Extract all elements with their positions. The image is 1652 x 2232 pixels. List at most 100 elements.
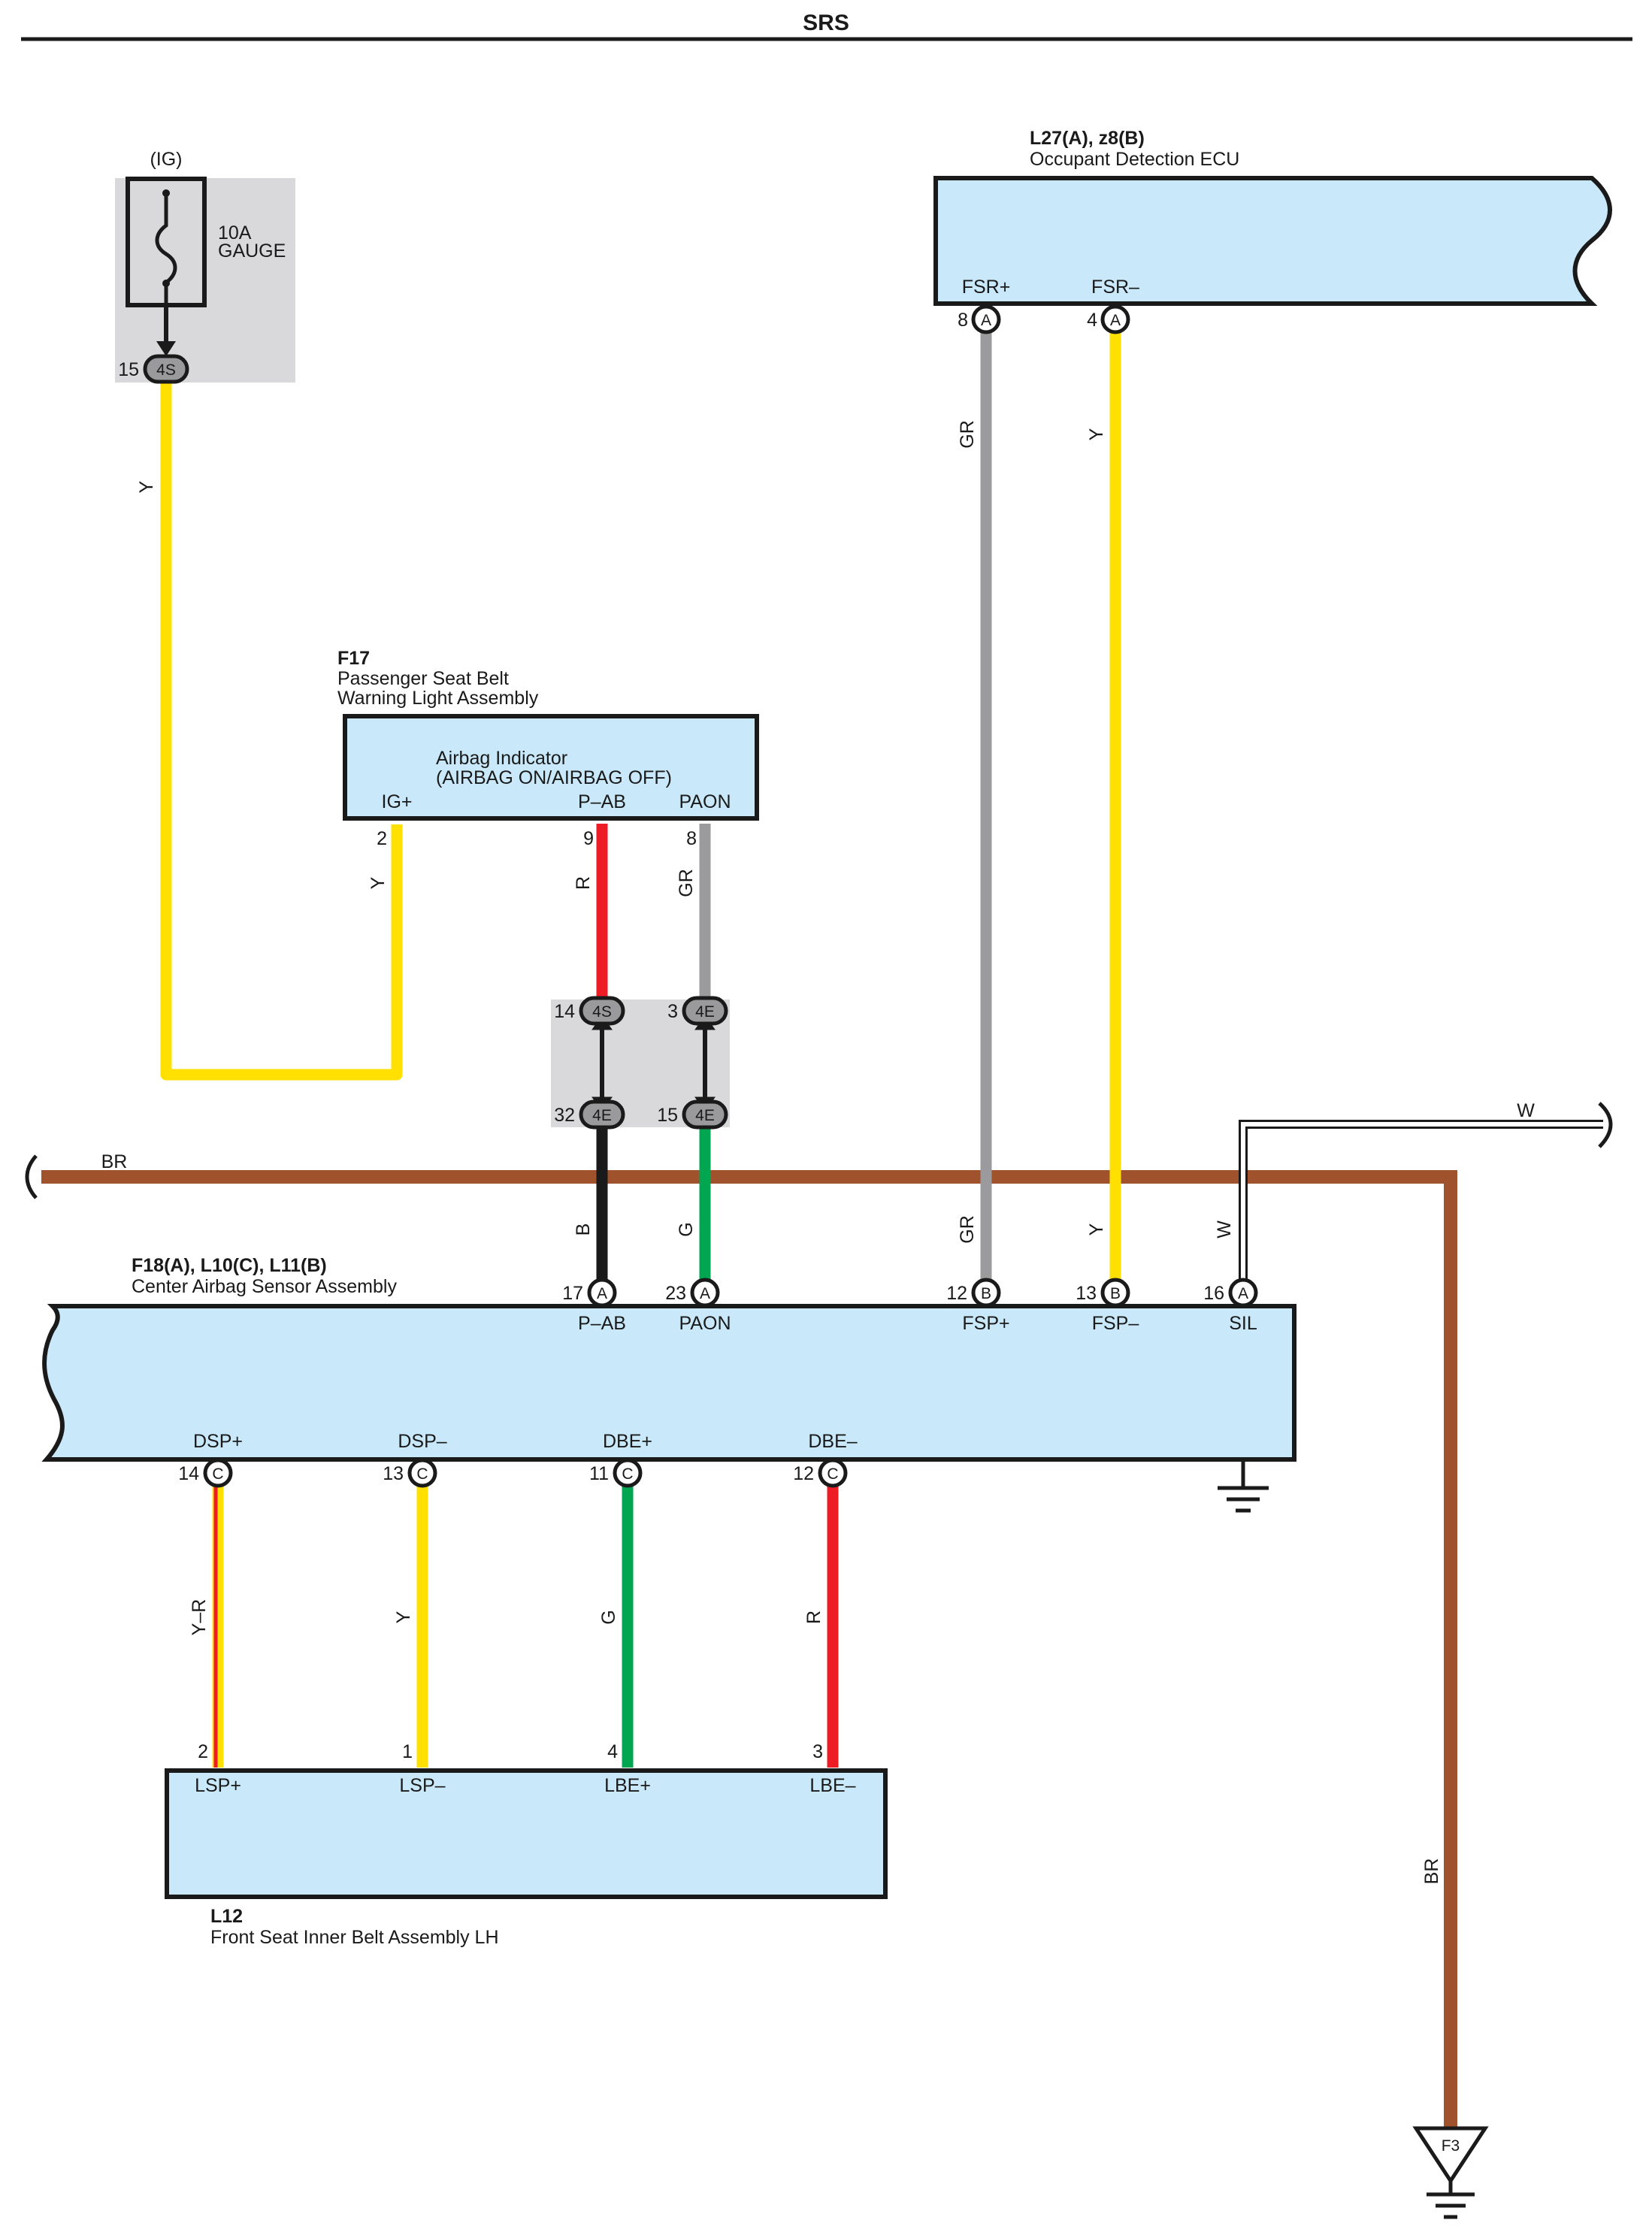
wire-color-label: R: [803, 1610, 824, 1624]
fuse-terminal-bottom-icon: [162, 280, 170, 287]
sensor-top-connector: B 12: [946, 1278, 1001, 1308]
connector-pin-number: 17: [562, 1283, 583, 1304]
connector-pin-number: 15: [657, 1105, 678, 1126]
sensor-bottom-connector: C 14: [178, 1458, 233, 1488]
ecu-connector: A 8: [958, 304, 1001, 334]
sensor-top-pin-label: PAON: [679, 1313, 731, 1334]
connector-code: A: [1110, 312, 1121, 329]
connector-code: 4S: [592, 1003, 612, 1021]
belt-pin-label: LBE–: [809, 1775, 855, 1796]
front-seat-inner-belt-box: [165, 1768, 888, 1899]
fuse-name: GAUGE: [218, 240, 286, 262]
connector-pin-number: 12: [946, 1283, 967, 1304]
connector-code: 4E: [695, 1003, 715, 1021]
belt-name: Front Seat Inner Belt Assembly LH: [210, 1927, 499, 1948]
belt-pin-label: LSP–: [399, 1775, 445, 1796]
sensor-top-connector: A 16: [1203, 1278, 1258, 1308]
ecu-pin-label: FSR+: [962, 277, 1011, 298]
wires: [25, 331, 1613, 2134]
sensor-top-pin-label: FSP–: [1092, 1313, 1139, 1334]
wire-color-label: W: [1214, 1220, 1235, 1238]
belt-pin-label: LSP+: [195, 1775, 241, 1796]
connector-pin-number: 3: [667, 1001, 678, 1022]
connector-code: C: [212, 1465, 223, 1483]
connector-pin-number: 12: [793, 1463, 814, 1484]
connector-pin-number: 14: [178, 1463, 199, 1484]
sensor-top-pin-label: SIL: [1229, 1313, 1257, 1334]
wire-color-label: G: [598, 1610, 619, 1624]
wire-color-label: G: [676, 1222, 697, 1236]
sensor-bottom-pin-label: DSP–: [398, 1431, 446, 1452]
page-title: SRS: [803, 11, 849, 35]
wire-color-label: Y: [1086, 1223, 1107, 1235]
fuse-icon: [155, 194, 177, 305]
connector-code: A: [981, 312, 991, 329]
sensor-bottom-connector: C 13: [383, 1458, 437, 1488]
f17-pin-label: P–AB: [578, 791, 626, 812]
wire-color-label: GR: [957, 420, 978, 449]
wire-color-label: GR: [957, 1215, 978, 1244]
sensor-top-pin-label: P–AB: [578, 1313, 626, 1334]
junction-connector: 4E 32: [554, 1099, 625, 1130]
connector-code: C: [622, 1465, 633, 1483]
wire-color-label: Y: [368, 876, 389, 889]
connector-arrow-icon: [156, 341, 176, 356]
f17-name-line1: Passenger Seat Belt: [337, 668, 509, 689]
sensor-top-pin-label: FSP+: [962, 1313, 1009, 1334]
belt-pin-number: 3: [812, 1741, 823, 1762]
sensor-bottom-connector: C 12: [793, 1458, 848, 1488]
wire-color-label: Y–R: [189, 1599, 210, 1636]
f17-pin-number: 2: [377, 828, 387, 849]
connector-pin-number: 4: [1087, 310, 1097, 331]
connector-pin-number: 16: [1203, 1283, 1224, 1304]
wire-color-label: Y: [1086, 428, 1107, 440]
connector-pin-number: 15: [118, 359, 139, 380]
ground-f3-icon: [1412, 2126, 1489, 2219]
wire-y-ig: [160, 383, 403, 1081]
connector-code: A: [597, 1285, 607, 1302]
f17-inner-line2: (AIRBAG ON/AIRBAG OFF): [436, 767, 672, 788]
f17-name-line2: Warning Light Assembly: [337, 688, 539, 709]
sensor-bottom-pin-label: DSP+: [193, 1431, 243, 1452]
belt-code: L12: [210, 1906, 243, 1927]
ecu-code: L27(A), z8(B): [1030, 128, 1145, 149]
junction-connector: 4E 15: [657, 1099, 728, 1130]
connector-pin-number: 14: [554, 1001, 575, 1022]
junction-connector: 4E 3: [667, 996, 728, 1026]
belt-pin-number: 2: [198, 1741, 208, 1762]
connector-code: B: [981, 1285, 991, 1302]
sensor-code: F18(A), L10(C), L11(B): [132, 1255, 327, 1276]
f17-code: F17: [337, 648, 370, 669]
fuse-connector: 4S 15: [118, 354, 189, 384]
f17-pin-number: 9: [583, 828, 594, 849]
bus-break-right-icon: [1598, 1102, 1613, 1148]
connector-code: A: [1238, 1285, 1248, 1302]
sensor-top-connector: A 23: [665, 1278, 720, 1308]
wire-color-label: Y: [393, 1610, 414, 1623]
sensor-bottom-connector: C 11: [589, 1458, 643, 1488]
f17-pin-label: PAON: [679, 791, 731, 812]
connector-code: A: [700, 1285, 710, 1302]
wire-color-label: BR: [1421, 1858, 1442, 1885]
connector-pin-number: 13: [1076, 1283, 1097, 1304]
sensor-bottom-pin-label: DBE–: [808, 1431, 857, 1452]
wire-color-label: BR: [101, 1151, 128, 1172]
ecu-name: Occupant Detection ECU: [1030, 149, 1239, 170]
fuse-terminal-top-icon: [162, 189, 170, 197]
fuse-supply-label: (IG): [150, 149, 182, 170]
belt-pin-number: 4: [607, 1741, 618, 1762]
wire-color-label: R: [573, 876, 594, 890]
ecu-pin-label: FSR–: [1091, 277, 1139, 298]
f17-pin-label: IG+: [382, 791, 413, 812]
f17-warning-light-box: [343, 714, 759, 821]
connector-pin-number: 11: [589, 1463, 609, 1484]
connector-code: 4S: [156, 361, 176, 379]
f17-pin-number: 8: [686, 828, 697, 849]
f17-inner-line1: Airbag Indicator: [436, 748, 567, 769]
fuse-rating: 10A: [218, 222, 252, 243]
junction-connector: 4S 14: [554, 996, 625, 1026]
center-airbag-sensor-box: [41, 1304, 1296, 1462]
belt-pin-number: 1: [402, 1741, 413, 1762]
wire-br-bus: [41, 1170, 1457, 2134]
